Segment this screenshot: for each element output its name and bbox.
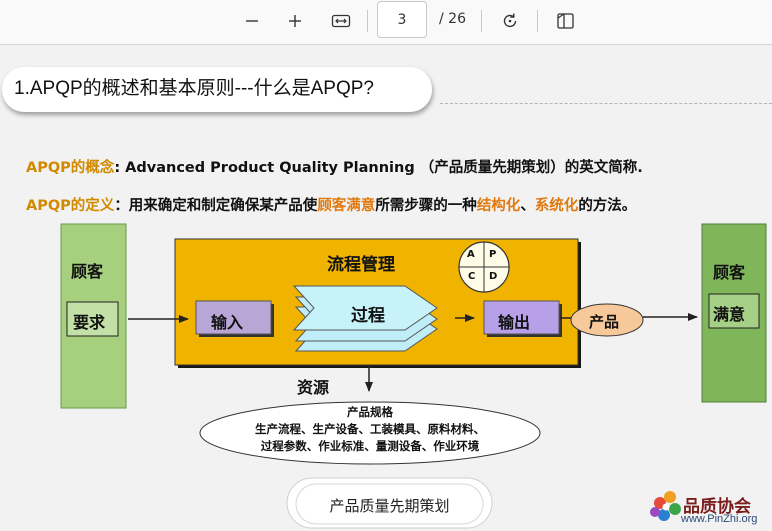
footer-pill-inner [295,483,484,525]
process-arrow-shape [292,285,438,331]
resources-line-3: 过程参数、作业标准、量测设备、作业环境 [260,439,480,453]
concept-label: APQP的概念 [26,160,115,176]
highlight-systematic: 系统化 [534,198,579,214]
pdf-page: 1.APQP的概述和基本原则---什么是APQP? APQP的概念: Advan… [0,45,772,531]
apqp-diagram [60,223,767,529]
watermark-url: www.PinZhi.org [681,513,758,525]
concept-line: APQP的概念: Advanced Product Quality Planni… [26,156,643,177]
toolbar-divider [537,10,538,32]
zoom-out-button[interactable] [240,8,264,34]
definition-text: 所需步骤的一种 [375,198,477,214]
product-label: 产品 [589,313,620,331]
customer-left-title: 顾客 [71,262,104,281]
resources-line-1: 产品规格 [347,405,393,419]
input-label: 输入 [211,313,244,332]
product-ellipse [570,303,644,337]
pdca-d: D [489,271,498,282]
pdca-p: P [489,249,497,260]
pdca-c: C [468,271,476,282]
concept-text: : Advanced Product Quality Planning （产品质… [114,160,643,176]
fit-width-button[interactable] [329,8,353,34]
satisfaction-box [708,293,760,329]
footer-title: 产品质量先期策划 [329,497,450,515]
rotate-button[interactable] [497,8,523,34]
minus-icon [246,20,258,22]
plus-icon [289,15,301,27]
resources-ellipse [199,401,541,465]
process-label: 过程 [351,306,385,326]
resources-line-2: 生产流程、生产设备、工装模具、原料材料、 [255,422,485,436]
output-label: 输出 [498,313,531,332]
watermark-logo-icon [650,491,681,521]
satisfaction-label: 满意 [713,305,746,324]
title-divider [440,103,772,104]
page-view-button[interactable] [553,8,579,34]
toolbar-divider [367,10,368,32]
resources-title: 资源 [297,378,330,397]
zoom-in-button[interactable] [283,8,307,34]
customer-right-title: 顾客 [713,263,746,282]
definition-label: APQP的定义 [26,198,115,214]
pdf-toolbar: 3 / 26 [0,0,772,45]
title-pill [2,67,432,112]
watermark-title: 品质协会 [683,497,751,516]
definition-text: 的方法。 [578,198,637,214]
requirement-label: 要求 [73,313,106,332]
total-pages: / 26 [439,11,466,27]
input-box [195,300,272,335]
requirement-box [66,301,119,337]
highlight-customer-satisfaction: 顾客满意 [317,198,376,214]
process-management-title: 流程管理 [327,255,395,275]
page-view-icon [557,13,574,29]
highlight-structured: 结构化 [476,198,521,214]
page-number-input[interactable]: 3 [377,1,427,38]
fit-width-icon [331,14,351,28]
slide-title: 1.APQP的概述和基本原则---什么是APQP? [14,78,374,99]
current-page: 3 [397,11,407,28]
pdca-a: A [467,249,475,260]
rotate-icon [503,13,517,28]
output-box [483,300,560,335]
definition-line: APQP的定义：用来确定和制定确保某产品使顾客满意所需步骤的一种结构化、系统化的… [26,194,636,215]
definition-text: 、 [520,198,535,214]
toolbar-divider [481,10,482,32]
definition-text: ：用来确定和制定确保某产品使 [114,198,318,214]
